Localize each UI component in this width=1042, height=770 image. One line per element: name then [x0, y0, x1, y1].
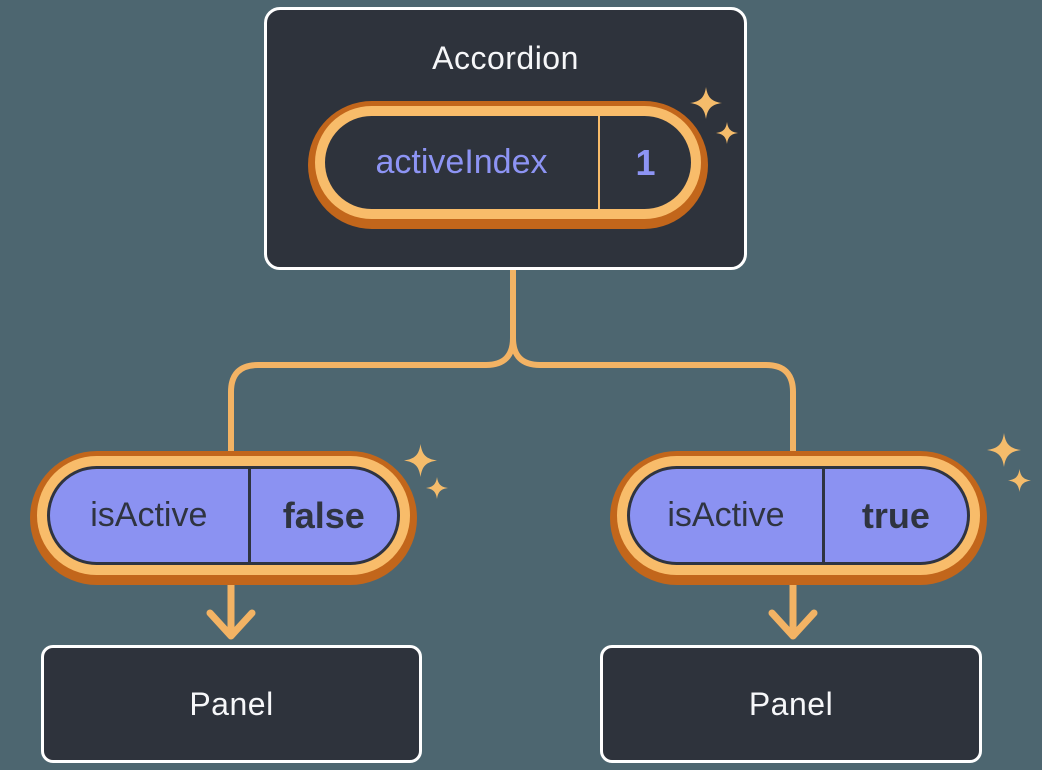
- sparkle-icon: [1008, 469, 1031, 492]
- state-pill-highlight-ring: isActive true: [617, 456, 980, 575]
- state-value-label: 1: [635, 141, 656, 183]
- arrow-left-head: [206, 609, 256, 640]
- sparkle-icon: [426, 477, 448, 499]
- connector-root-to-left: [228, 261, 516, 455]
- sparkle-icon: [987, 433, 1021, 467]
- arrow-right-head: [768, 609, 818, 640]
- accordion-node-title: Accordion: [432, 40, 579, 76]
- state-pill-highlight-ring: activeIndex 1: [315, 106, 701, 219]
- state-pill-divider: [598, 116, 600, 209]
- state-pill-divider: [247, 469, 251, 562]
- panel-node-left: Panel: [41, 645, 422, 763]
- state-name-label: activeIndex: [375, 143, 548, 181]
- state-name-label: isActive: [90, 496, 208, 534]
- is-active-state-pill-left: isActive false: [30, 451, 417, 585]
- connector-root-to-right: [510, 261, 796, 455]
- state-pill-highlight-ring: isActive false: [37, 456, 410, 575]
- state-value-label: true: [861, 494, 930, 536]
- panel-node-right: Panel: [600, 645, 982, 763]
- panel-node-title: Panel: [189, 685, 274, 722]
- is-active-state-pill-right: isActive true: [610, 451, 987, 585]
- sparkle-icon: [404, 444, 437, 477]
- state-pill-divider: [821, 469, 825, 562]
- panel-node-title: Panel: [748, 685, 834, 722]
- active-index-state-pill: activeIndex 1: [308, 101, 708, 229]
- state-value-label: false: [282, 494, 365, 536]
- state-name-label: isActive: [667, 496, 785, 534]
